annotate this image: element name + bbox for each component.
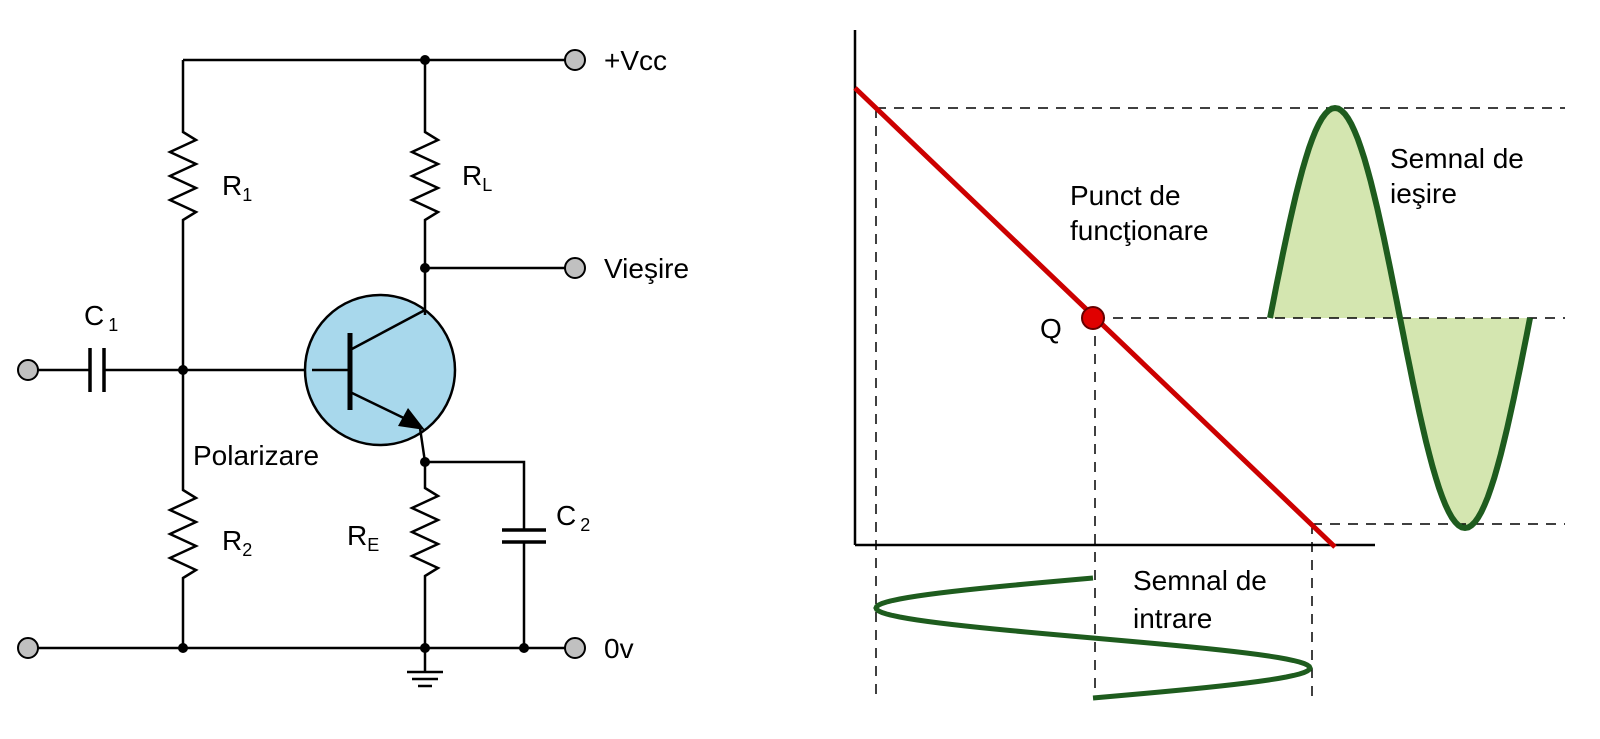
- transistor-emitter-lead: [349, 390, 413, 424]
- re-label: RE: [347, 520, 379, 555]
- r1-label: R1: [222, 170, 252, 205]
- q-label: Q: [1040, 313, 1062, 344]
- operating-point-label-line1: Punct de: [1070, 180, 1181, 211]
- emitter-arrow-icon: [398, 408, 425, 430]
- q-point: [1081, 306, 1105, 330]
- r2-ground-junction: [178, 643, 188, 653]
- input-terminal: [17, 359, 39, 381]
- transistor-collector-lead: [349, 308, 426, 352]
- ground-terminal: [564, 637, 586, 659]
- emitter-stub: [418, 427, 427, 463]
- output-signal-label-line2: ieşire: [1390, 178, 1457, 209]
- input-signal-label-line2: intrare: [1133, 603, 1212, 634]
- resistor-r2: [167, 370, 199, 648]
- vout-terminal: [564, 257, 586, 279]
- ground-label: 0v: [604, 633, 634, 664]
- bias-label: Polarizare: [193, 440, 319, 471]
- operating-point-label-line2: funcţionare: [1070, 215, 1209, 246]
- vcc-label: +Vcc: [604, 45, 667, 76]
- c2-top-wire: [425, 460, 526, 530]
- c2-ground-junction: [519, 643, 529, 653]
- output-signal-wave: [1267, 104, 1533, 532]
- rl-label: RL: [462, 160, 492, 195]
- input-ground-terminal: [17, 637, 39, 659]
- resistor-rl: [409, 60, 441, 315]
- vcc-terminal: [564, 49, 586, 71]
- r2-label: R2: [222, 525, 252, 560]
- output-signal-label-line1: Semnal de: [1390, 143, 1524, 174]
- ground-icon: [407, 648, 443, 688]
- resistor-r1: [167, 120, 199, 370]
- load-line-graph: Q Punct de funcţionare Semnal de ieşire …: [853, 30, 1565, 701]
- transistor-body: [303, 293, 457, 447]
- input-signal-label-line1: Semnal de: [1133, 565, 1267, 596]
- input-signal-wave: [873, 575, 1313, 701]
- resistor-re: [409, 462, 441, 648]
- vout-label: Vieşire: [604, 253, 689, 284]
